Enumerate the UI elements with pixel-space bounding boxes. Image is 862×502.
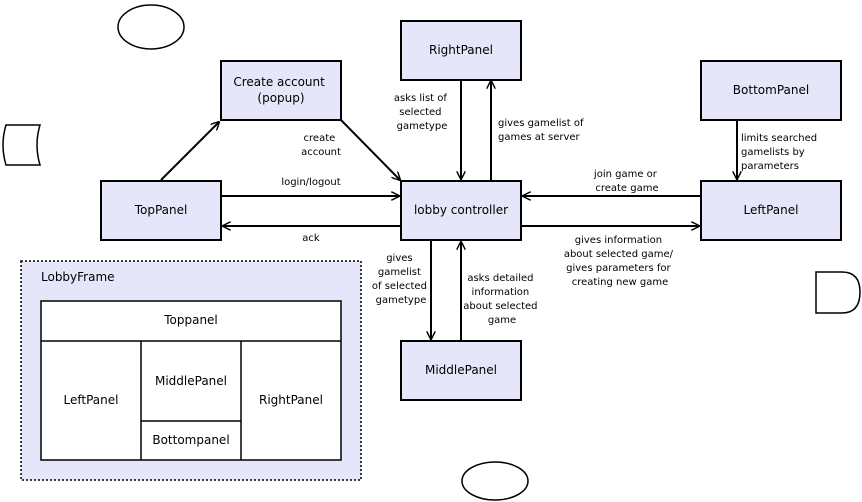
edge-toppanel-to-createaccount (160, 122, 219, 181)
lobby-frame-bottompanel: Bottompanel (152, 433, 229, 447)
lobby-frame-rightpanel: RightPanel (259, 393, 323, 407)
lobby-frame-middlepanel: MiddlePanel (155, 374, 227, 388)
edge-label-ack: ack (302, 233, 320, 244)
delay-shape (815, 271, 861, 314)
lobby-frame-leftpanel: LeftPanel (64, 393, 119, 407)
edge-createaccount-to-lobby (340, 119, 400, 180)
edge-label-join-game: join game or create game (593, 169, 660, 194)
create-account-node: Create account (popup) (220, 60, 342, 121)
bottom-panel-node: BottomPanel (700, 60, 842, 121)
edge-label-gives-gamelist-selected: gives gamelist of selected gametype (372, 253, 430, 306)
edge-label-login-logout: login/logout (281, 177, 340, 188)
ellipse-shape-bottom (461, 461, 529, 501)
lobby-frame-toppanel: Toppanel (163, 313, 218, 327)
edge-label-gives-gamelist-server: gives gamelist of games at server (498, 118, 587, 143)
lobby-controller-node: lobby controller (400, 180, 522, 241)
edge-label-limits-searched: limits searched gamelists by parameters (741, 133, 820, 172)
edge-label-create-account: create account (301, 133, 341, 158)
top-panel-node: TopPanel (100, 180, 222, 241)
stored-data-shape (2, 124, 42, 166)
lobby-controller-label: lobby controller (414, 203, 508, 217)
lobby-frame-inner (40, 300, 342, 461)
ellipse-shape-top (117, 4, 185, 50)
middle-panel-label: MiddlePanel (425, 363, 497, 377)
edge-label-asks-detailed: asks detailed information about selected… (463, 273, 540, 326)
left-panel-node: LeftPanel (700, 180, 842, 241)
edge-label-gives-information: gives information about selected game/ g… (564, 235, 676, 288)
top-panel-label: TopPanel (134, 203, 188, 217)
right-panel-label: RightPanel (429, 43, 493, 57)
left-panel-label: LeftPanel (744, 203, 799, 217)
lobby-frame-title: LobbyFrame (41, 270, 115, 284)
lobby-frame: LobbyFrame Toppanel LeftPanel MiddlePane… (20, 260, 362, 481)
middle-panel-node: MiddlePanel (400, 340, 522, 401)
edge-label-asks-list: asks list of selected gametype (394, 93, 450, 132)
right-panel-node: RightPanel (400, 20, 522, 81)
bottom-panel-label: BottomPanel (733, 83, 809, 97)
create-account-label: Create account (popup) (233, 75, 328, 105)
